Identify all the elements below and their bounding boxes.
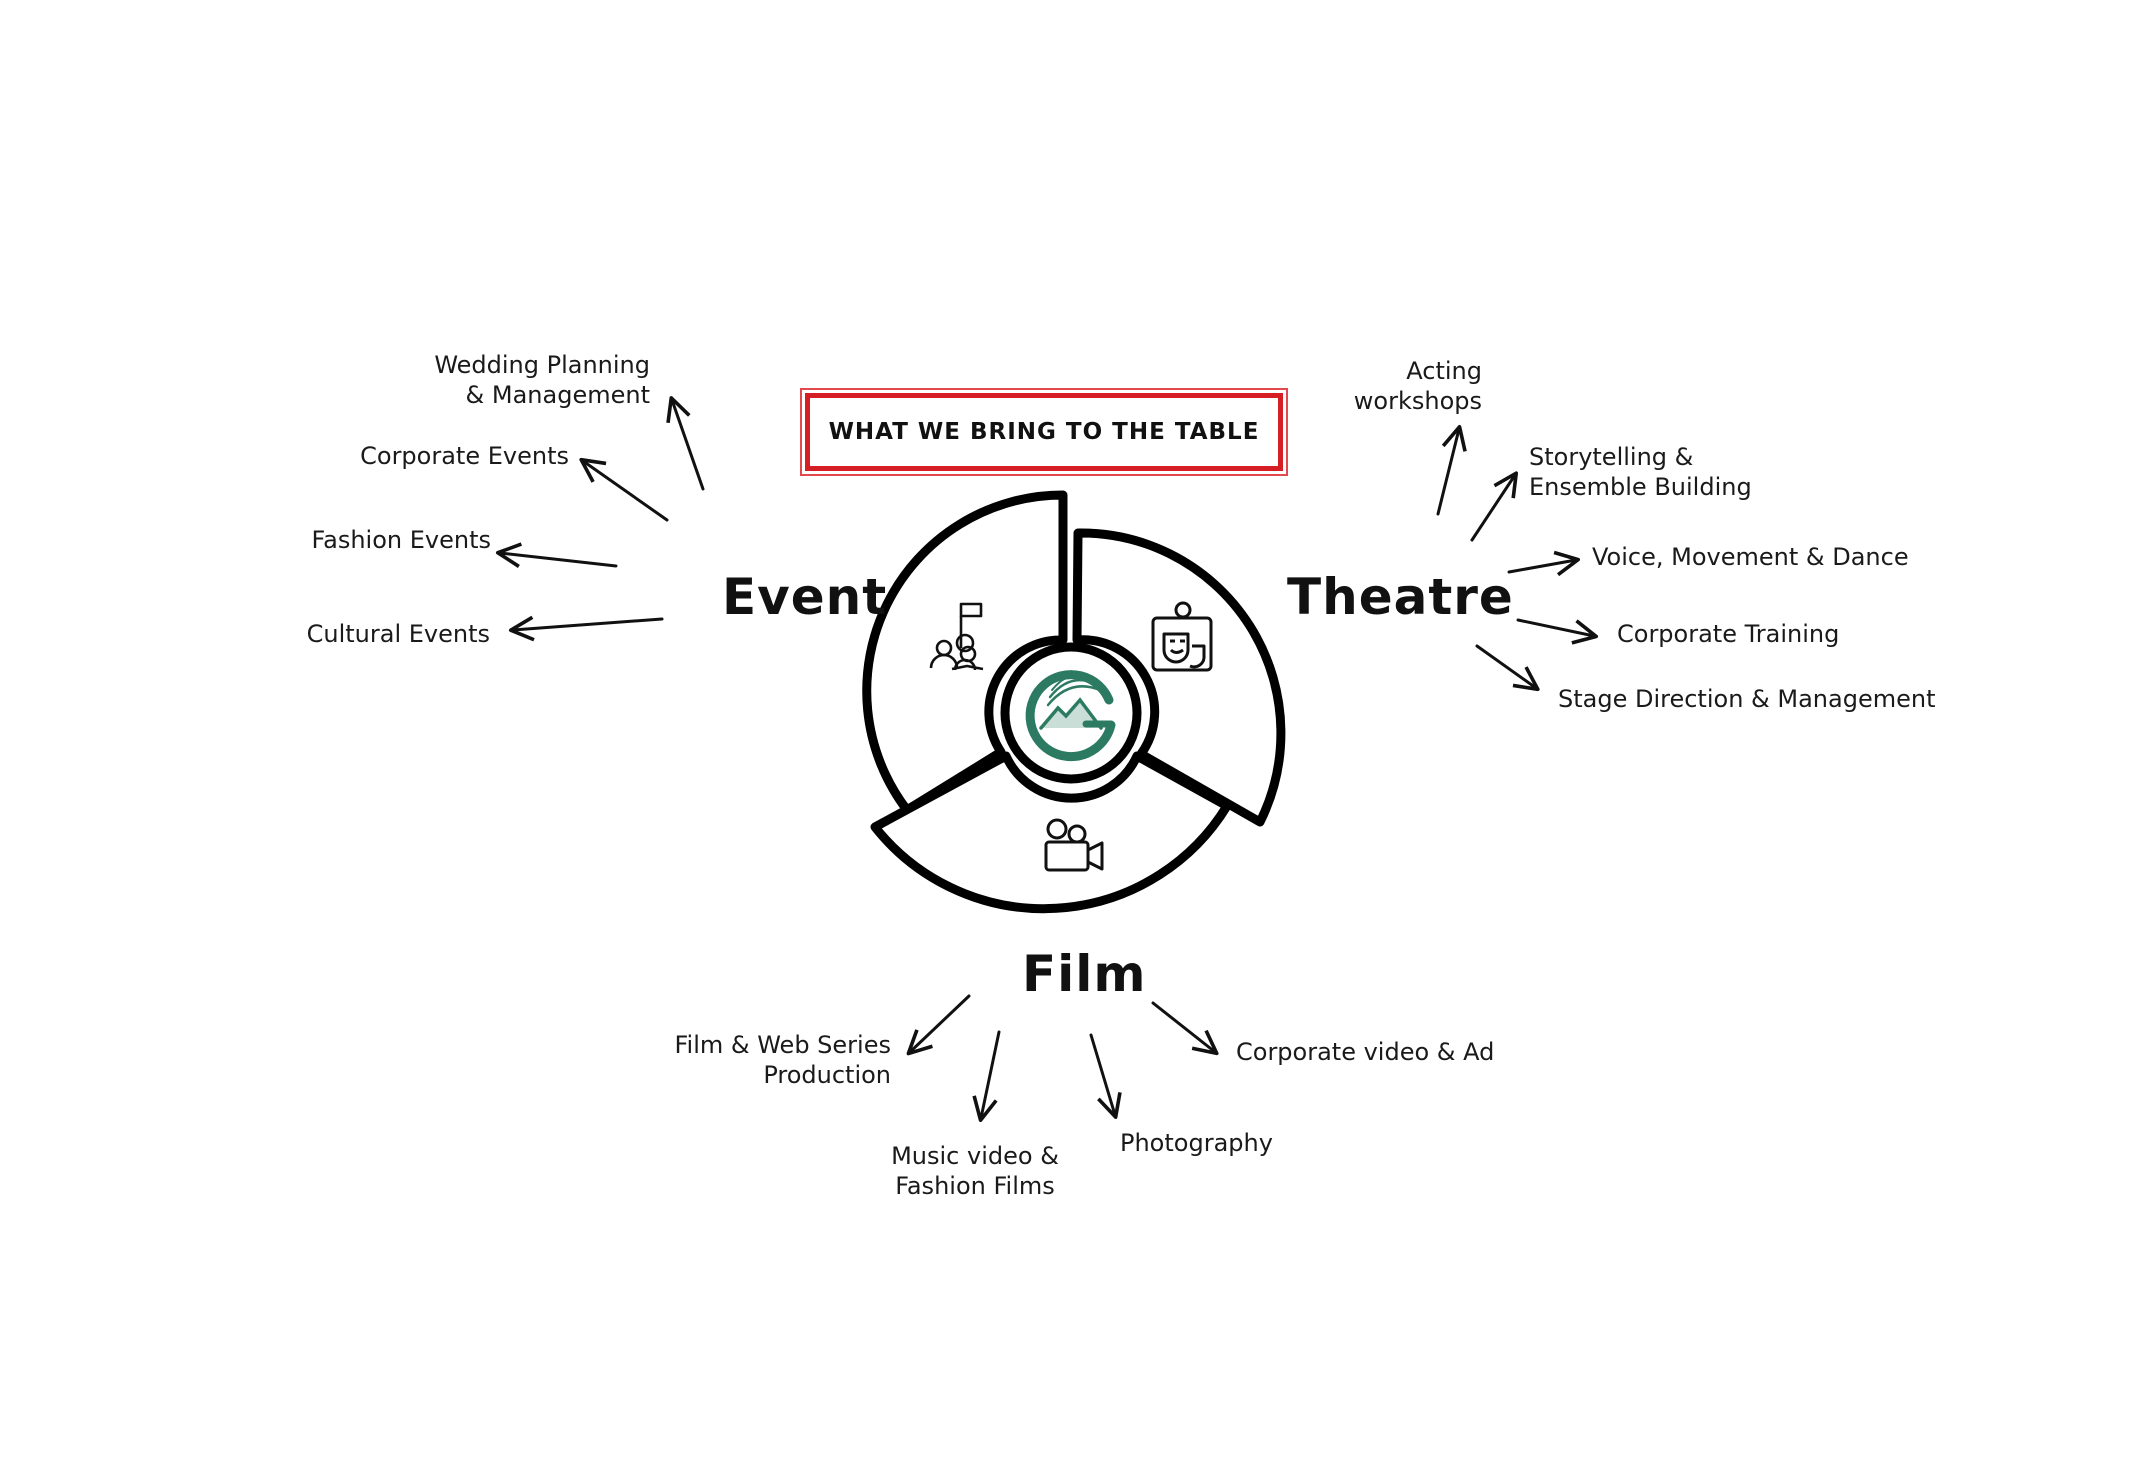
diagram-title: WHAT WE BRING TO THE TABLE <box>828 419 1260 445</box>
theatre-item-storytelling: Storytelling & Ensemble Building <box>1529 442 1752 502</box>
theatre-label: Theatre <box>1287 568 1514 626</box>
arrow-theatre-corporate <box>1516 618 1599 645</box>
event-item-wedding-line1: Wedding Planning <box>434 351 650 379</box>
arrow-event-corporate <box>579 457 669 522</box>
theatre-item-storytelling-line2: Ensemble Building <box>1529 473 1752 501</box>
event-item-corporate: Corporate Events <box>360 442 569 470</box>
g-mountain-logo-icon <box>1025 670 1116 762</box>
event-item-fashion: Fashion Events <box>311 526 491 554</box>
film-item-photography: Photography <box>1120 1129 1273 1157</box>
film-item-musicvideo-line2: Fashion Films <box>895 1172 1055 1200</box>
film-item-webseries-line1: Film & Web Series <box>674 1031 891 1059</box>
arrow-film-webseries <box>906 994 971 1056</box>
arrow-film-musicvideo <box>972 1030 1001 1123</box>
event-people-flag-icon <box>929 602 984 671</box>
arrow-event-wedding <box>666 396 705 491</box>
event-item-wedding-line2: & Management <box>465 381 650 409</box>
film-item-webseries-line2: Production <box>763 1061 891 1089</box>
arrow-event-fashion <box>495 542 618 568</box>
arrow-theatre-storytelling <box>1470 471 1519 542</box>
arrow-theatre-acting <box>1436 425 1467 516</box>
theatre-item-acting-line1: Acting <box>1406 357 1482 385</box>
film-item-musicvideo-line1: Music video & <box>891 1142 1059 1170</box>
event-item-cultural: Cultural Events <box>306 620 490 648</box>
film-label: Film <box>1022 945 1147 1003</box>
theatre-item-acting: Acting workshops <box>1300 356 1482 416</box>
event-label: Event <box>722 568 888 626</box>
arrow-theatre-voice <box>1507 550 1581 577</box>
event-item-wedding: Wedding Planning & Management <box>380 350 650 410</box>
theatre-item-acting-line2: workshops <box>1353 387 1482 415</box>
theatre-item-storytelling-line1: Storytelling & <box>1529 443 1694 471</box>
film-item-musicvideo: Music video & Fashion Films <box>860 1141 1090 1201</box>
arrow-film-photography <box>1089 1033 1122 1119</box>
film-camera-icon <box>1044 818 1104 872</box>
film-item-corporate-video: Corporate video & Ad <box>1236 1038 1495 1066</box>
theatre-mask-badge-icon <box>1151 601 1213 672</box>
film-segment <box>870 751 1232 914</box>
theatre-item-corporate-training: Corporate Training <box>1617 620 1840 648</box>
theatre-item-voice: Voice, Movement & Dance <box>1592 543 1909 571</box>
film-item-webseries: Film & Web Series Production <box>640 1030 891 1090</box>
arrow-theatre-stage <box>1475 644 1540 692</box>
theatre-item-stage-direction: Stage Direction & Management <box>1558 685 1936 713</box>
event-segment <box>862 490 1068 815</box>
arrow-event-cultural <box>508 615 664 642</box>
arrow-film-corporate <box>1151 1001 1219 1056</box>
theatre-segment <box>1072 528 1286 827</box>
title-box: WHAT WE BRING TO THE TABLE <box>805 393 1283 471</box>
